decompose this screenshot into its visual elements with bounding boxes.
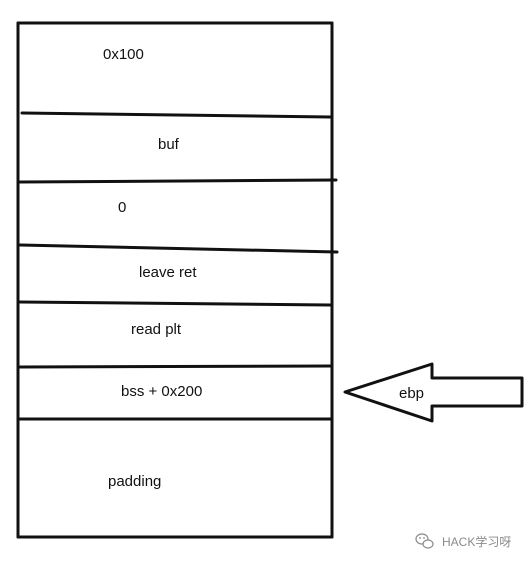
cell-label-6: padding (108, 473, 161, 490)
cell-divider (18, 364, 334, 369)
cell-label-4: read plt (131, 321, 182, 338)
cell-divider (20, 111, 332, 119)
ebp-arrow-label: ebp (399, 385, 424, 402)
cell-label-5: bss + 0x200 (121, 383, 202, 400)
wechat-icon (415, 533, 434, 549)
ebp-arrow-shape (343, 362, 524, 423)
cell-label-1: buf (158, 136, 180, 153)
watermark-text: HACK学习呀 (442, 534, 511, 549)
cell-label-3: leave ret (139, 264, 197, 281)
cell-label-2: 0 (118, 199, 126, 216)
cell-divider (18, 178, 338, 184)
cell-dividers (18, 111, 339, 421)
ebp-arrow: ebp (343, 362, 524, 423)
cell-divider (18, 243, 339, 254)
cell-labels: 0x100 buf 0 leave ret read plt bss + 0x2… (103, 46, 202, 490)
watermark: HACK学习呀 (415, 533, 511, 549)
stack-frame (16, 21, 334, 539)
cell-label-0: 0x100 (103, 46, 144, 63)
cell-divider (18, 300, 332, 307)
